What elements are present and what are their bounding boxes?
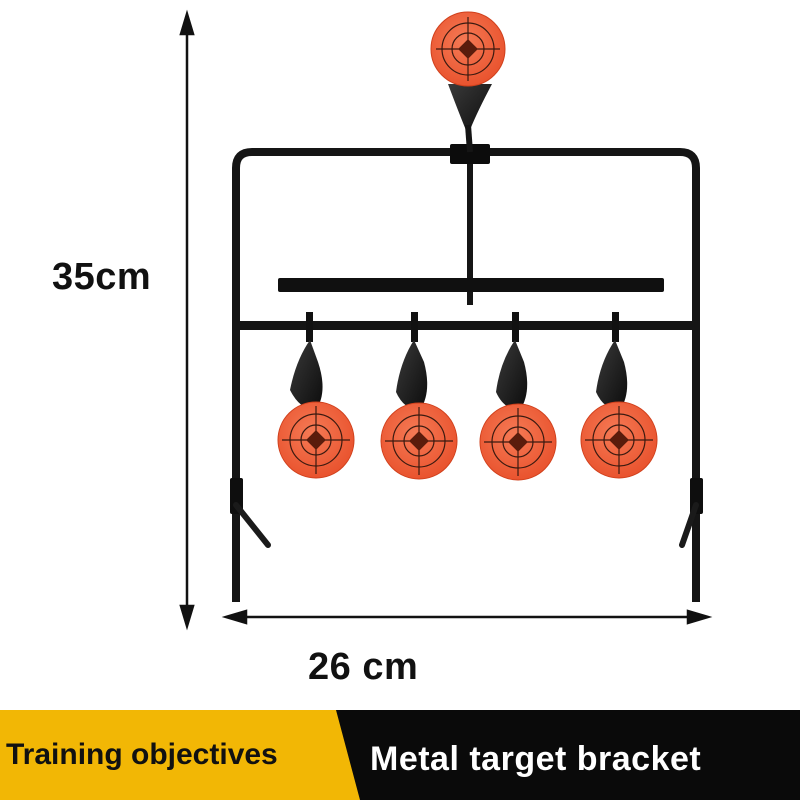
swing-target-2	[380, 340, 458, 480]
swing-target-3	[479, 340, 557, 481]
swing-target-4	[580, 340, 658, 479]
width-dimension-label: 26 cm	[308, 646, 419, 688]
height-dimension-arrow	[179, 9, 195, 631]
width-dimension-arrow	[221, 609, 713, 625]
banner-left-panel	[0, 710, 400, 800]
top-spinner-target	[430, 11, 506, 153]
swing-target-1	[277, 340, 355, 479]
bottom-banner	[0, 710, 800, 800]
banner-left-label: Training objectives	[6, 738, 278, 771]
banner-right-label: Metal target bracket	[370, 740, 702, 778]
banner-right-panel	[336, 710, 800, 800]
height-dimension-label: 35cm	[52, 256, 152, 298]
metal-frame	[230, 144, 703, 602]
